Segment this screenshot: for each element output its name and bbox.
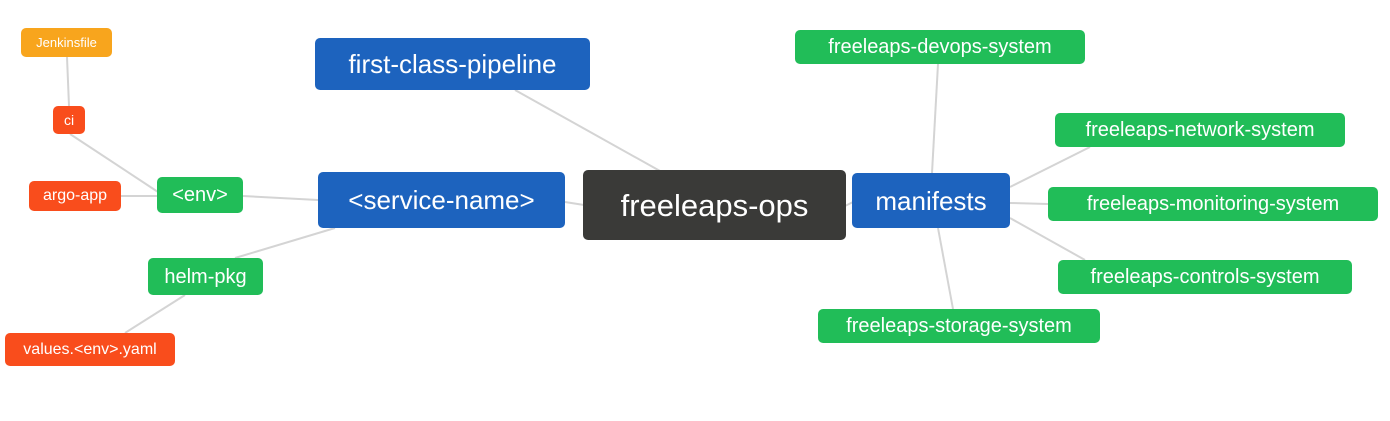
- edge-helm-pkg-service-name: [234, 227, 336, 259]
- node-freeleaps-devops-system[interactable]: freeleaps-devops-system: [795, 30, 1085, 64]
- edge-manifests-monitoring: [1009, 202, 1049, 205]
- edge-manifests-network: [1009, 146, 1091, 188]
- node-helm-pkg[interactable]: helm-pkg: [148, 258, 263, 295]
- node-freeleaps-controls-system[interactable]: freeleaps-controls-system: [1058, 260, 1352, 294]
- edge-jenkinsfile-ci: [66, 56, 70, 107]
- node-argo-app[interactable]: argo-app: [29, 181, 121, 211]
- node-freeleaps-monitoring-system[interactable]: freeleaps-monitoring-system: [1048, 187, 1378, 221]
- node-env[interactable]: <env>: [157, 177, 243, 213]
- edge-manifests-storage: [937, 227, 954, 310]
- node-jenkinsfile[interactable]: Jenkinsfile: [21, 28, 112, 57]
- node-freeleaps-storage-system[interactable]: freeleaps-storage-system: [818, 309, 1100, 343]
- edge-env-service-name: [242, 195, 319, 201]
- node-freeleaps-network-system[interactable]: freeleaps-network-system: [1055, 113, 1345, 147]
- edge-manifests-devops: [931, 63, 939, 174]
- node-root-freeleaps-ops[interactable]: freeleaps-ops: [583, 170, 846, 240]
- node-ci[interactable]: ci: [53, 106, 85, 134]
- node-manifests[interactable]: manifests: [852, 173, 1010, 228]
- edge-service-name-root: [564, 201, 585, 206]
- edge-values-helm-pkg: [124, 294, 186, 334]
- edge-pipeline-root: [514, 89, 661, 172]
- edge-manifests-controls: [1009, 217, 1086, 261]
- node-first-class-pipeline[interactable]: first-class-pipeline: [315, 38, 590, 90]
- node-values-env-yaml[interactable]: values.<env>.yaml: [5, 333, 175, 366]
- node-service-name[interactable]: <service-name>: [318, 172, 565, 228]
